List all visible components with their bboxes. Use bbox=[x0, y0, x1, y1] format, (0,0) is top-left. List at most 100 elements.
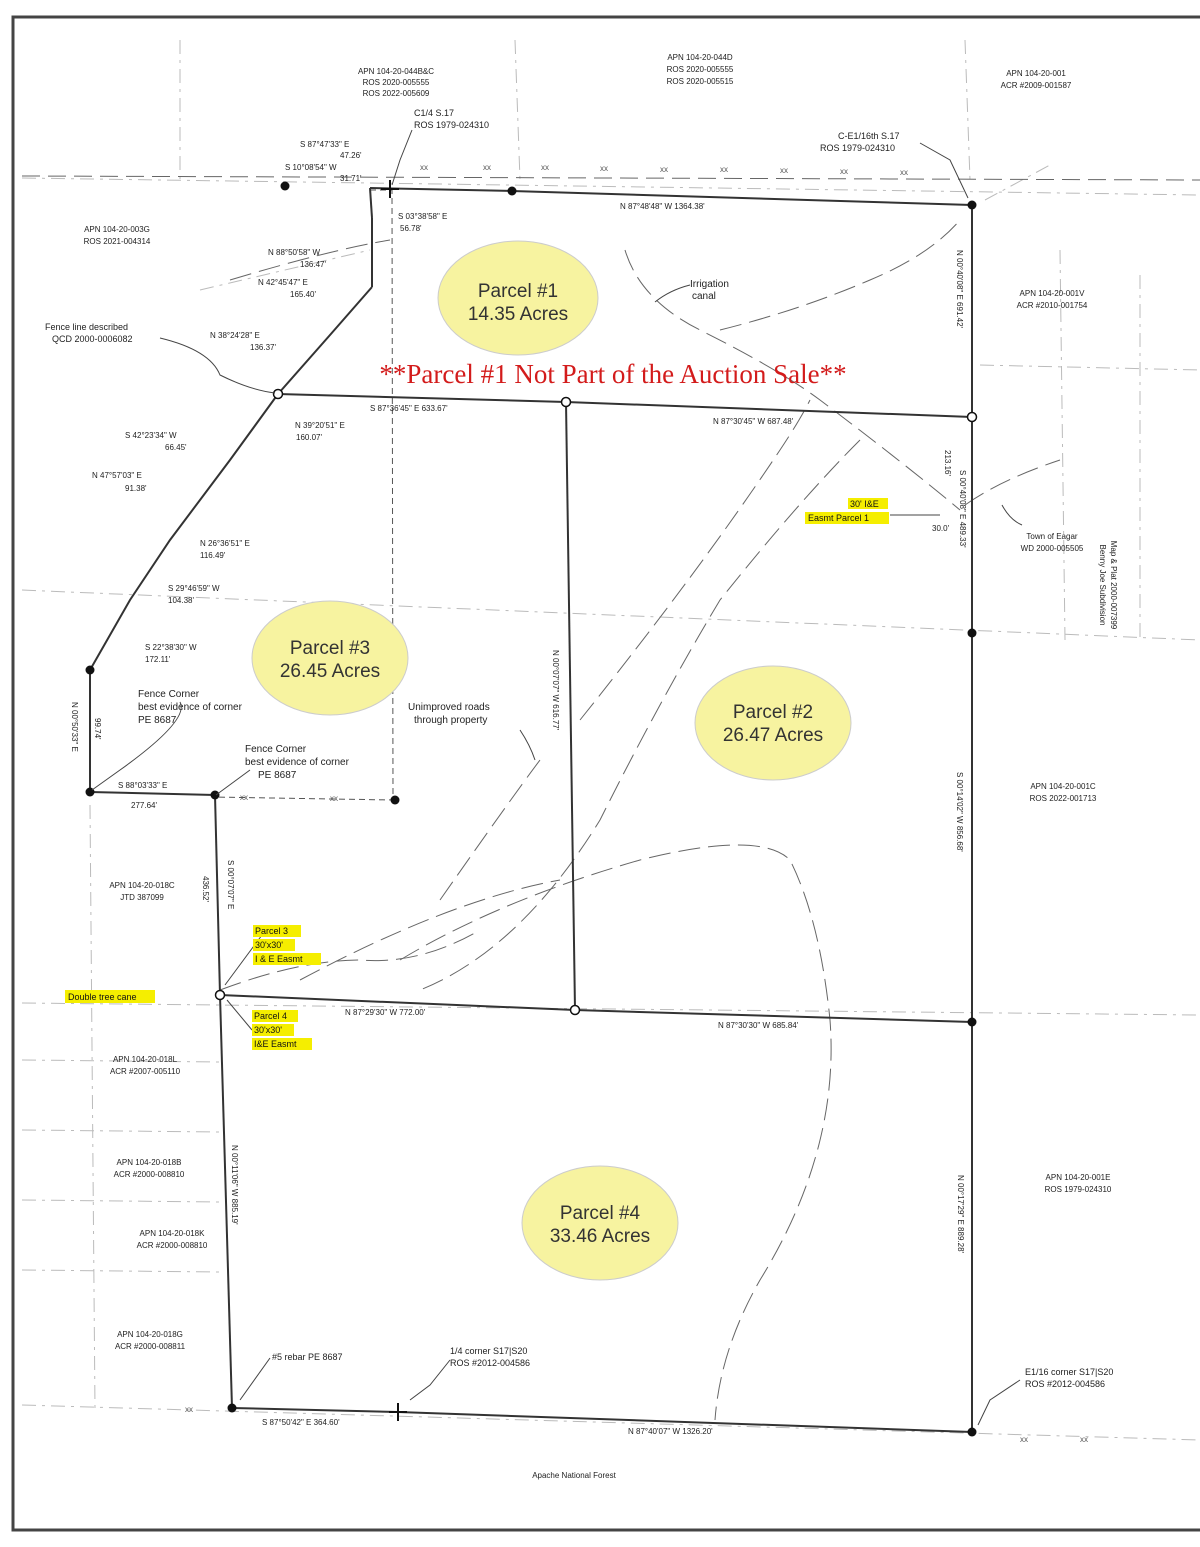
section-lines bbox=[21, 39, 1200, 1441]
town-label: WD 2000-005505 bbox=[1021, 544, 1084, 553]
bearing-label: 436.52' bbox=[201, 876, 210, 902]
bearing-label: S 88°03'33" E bbox=[118, 781, 167, 790]
bearing-label: 116.49' bbox=[200, 551, 226, 560]
subdivision-label: Map & Plat 2000-007399 bbox=[1109, 541, 1118, 630]
bearing-label: N 87°48'48" W 1364.38' bbox=[620, 202, 705, 211]
easement-note: 30' I&E bbox=[850, 499, 879, 509]
svg-text:xx: xx bbox=[600, 164, 608, 173]
parcel-3-name: Parcel #3 bbox=[290, 638, 370, 659]
town-label: Town of Eagar bbox=[1026, 532, 1077, 541]
easement-highlights: 30' I&E Easmt Parcel 1 Parcel 3 30'x30' … bbox=[65, 498, 889, 1050]
parcel-1-name: Parcel #1 bbox=[478, 281, 558, 302]
svg-text:xx: xx bbox=[185, 1405, 193, 1414]
corner-labels: C1/4 S.17 ROS 1979-024310 C-E1/16th S.17… bbox=[272, 108, 1113, 1389]
bearing-label: N 87°30'45" W 687.48' bbox=[713, 417, 794, 426]
easement-note: 30'x30' bbox=[254, 1025, 282, 1035]
neighbor-label: ROS 2020-005555 bbox=[363, 78, 430, 87]
bearing-label: 213.16' bbox=[943, 450, 952, 476]
irrigation-note: Irrigation bbox=[690, 279, 729, 290]
neighbor-label: APN 104-20-001E bbox=[1046, 1173, 1111, 1182]
fence-corner-note: PE 8687 bbox=[258, 770, 297, 781]
sheet-border bbox=[11, 15, 1200, 1532]
map-notes: Irrigation canal Fence line described QC… bbox=[45, 279, 729, 781]
parcel-1-acres: 14.35 Acres bbox=[468, 304, 568, 325]
easement-note: Parcel 4 bbox=[254, 1011, 287, 1021]
corner-label: ROS 1979-024310 bbox=[820, 143, 895, 153]
parcel-3-label: Parcel #3 26.45 Acres bbox=[251, 600, 409, 716]
bearing-label: N 00°50'33" E bbox=[70, 702, 79, 752]
bearing-label: S 29°46'59" W bbox=[168, 584, 220, 593]
svg-text:xx: xx bbox=[483, 163, 491, 172]
fence-description-note: QCD 2000-0006082 bbox=[52, 334, 133, 344]
corner-label: 1/4 corner S17|S20 bbox=[450, 1346, 527, 1356]
bearing-label: N 38°24'28" E bbox=[210, 331, 260, 340]
neighbor-label: ACR #2009-001587 bbox=[1001, 81, 1072, 90]
bearing-label: 104.38' bbox=[168, 596, 194, 605]
parcel-2-name: Parcel #2 bbox=[733, 702, 813, 723]
neighbor-label: ACR #2000-008810 bbox=[114, 1170, 185, 1179]
bearing-label: 99.74' bbox=[93, 718, 102, 740]
bearing-label: 136.47' bbox=[300, 260, 326, 269]
neighbor-label: JTD 387099 bbox=[120, 893, 164, 902]
double-tree-note: Double tree cane bbox=[68, 992, 137, 1002]
bearing-label: N 00°17'29" E 889.28' bbox=[956, 1175, 965, 1254]
fence-corner-note: Fence Corner bbox=[245, 744, 307, 755]
fence-corner-note: PE 8687 bbox=[138, 715, 177, 726]
corner-markers bbox=[85, 180, 978, 1437]
bearing-label: 160.07' bbox=[296, 433, 322, 442]
bearing-label: S 87°47'33" E bbox=[300, 140, 349, 149]
fence-corner-note: best evidence of corner bbox=[245, 757, 350, 768]
neighbor-label: APN 104-20-001 bbox=[1006, 69, 1066, 78]
bearing-label: N 00°11'06" W 885.19' bbox=[230, 1145, 239, 1225]
subdivision-label: Benny Joe Subdivision bbox=[1098, 545, 1107, 626]
bearing-label: 30.0' bbox=[932, 524, 950, 533]
neighbor-label: ROS 2022-005609 bbox=[363, 89, 430, 98]
bearing-label: N 87°30'30" W 685.84' bbox=[718, 1021, 799, 1030]
svg-text:xx: xx bbox=[720, 165, 728, 174]
bearing-label: N 47°57'03" E bbox=[92, 471, 142, 480]
corner-label: E1/16 corner S17|S20 bbox=[1025, 1367, 1113, 1377]
bearing-label: S 10°08'54" W bbox=[285, 163, 337, 172]
bearing-label: 172.11' bbox=[145, 655, 171, 664]
svg-text:xx: xx bbox=[420, 163, 428, 172]
bearing-label: S 87°50'42" E 364.60' bbox=[262, 1418, 340, 1427]
bearing-label: N 00°07'07" W 616.77' bbox=[551, 650, 560, 731]
bearing-label: N 88°50'58" W bbox=[268, 248, 320, 257]
roads-note: through property bbox=[414, 715, 487, 726]
neighbor-label: ROS 2021-004314 bbox=[84, 237, 151, 246]
neighbor-label: ACR #2000-008811 bbox=[115, 1342, 186, 1351]
bearing-label: S 22°38'30" W bbox=[145, 643, 197, 652]
bearing-label: S 00°14'02" W 856.68' bbox=[955, 772, 964, 852]
svg-text:xx: xx bbox=[1020, 1435, 1028, 1444]
neighbor-label: APN 104-20-018C bbox=[109, 881, 175, 890]
irrigation-note: canal bbox=[692, 291, 716, 302]
bearing-label: 56.78' bbox=[400, 224, 422, 233]
neighbor-label: ROS 2022-001713 bbox=[1030, 794, 1097, 803]
easement-note: Easmt Parcel 1 bbox=[808, 513, 869, 523]
neighbor-label: APN 104-20-003G bbox=[84, 225, 150, 234]
svg-text:xx: xx bbox=[900, 168, 908, 177]
neighbor-label: ROS 1979-024310 bbox=[1045, 1185, 1112, 1194]
svg-text:xx: xx bbox=[660, 165, 668, 174]
bearing-label: S 42°23'34" W bbox=[125, 431, 177, 440]
easement-note: I & E Easmt bbox=[255, 954, 303, 964]
parcel-4-name: Parcel #4 bbox=[560, 1203, 641, 1224]
bearing-label: N 39°20'51" E bbox=[295, 421, 345, 430]
fence-description-note: Fence line described bbox=[45, 322, 128, 332]
bearing-label: N 00°40'08" E 691.42' bbox=[955, 250, 964, 329]
bearing-label: 136.37' bbox=[250, 343, 276, 352]
neighbor-label: ROS 2020-005555 bbox=[667, 65, 734, 74]
bearing-label: 91.38' bbox=[125, 484, 147, 493]
bearing-label: N 26°36'51" E bbox=[200, 539, 250, 548]
svg-text:xx: xx bbox=[330, 794, 338, 803]
corner-label: ROS #2012-004586 bbox=[450, 1358, 530, 1368]
fence-corner-note: best evidence of corner bbox=[138, 702, 243, 713]
neighbor-labels: APN 104-20-044B&C ROS 2020-005555 ROS 20… bbox=[84, 53, 1118, 1480]
neighbor-label: ACR #2007-005110 bbox=[110, 1067, 181, 1076]
bearing-label: N 87°29'30" W 772.00' bbox=[345, 1008, 426, 1017]
parcel-3-acres: 26.45 Acres bbox=[280, 661, 380, 682]
parcel-1-label: Parcel #1 14.35 Acres bbox=[437, 240, 599, 356]
bearing-label: 277.64' bbox=[131, 801, 157, 810]
neighbor-label: ROS 2020-005515 bbox=[667, 77, 734, 86]
